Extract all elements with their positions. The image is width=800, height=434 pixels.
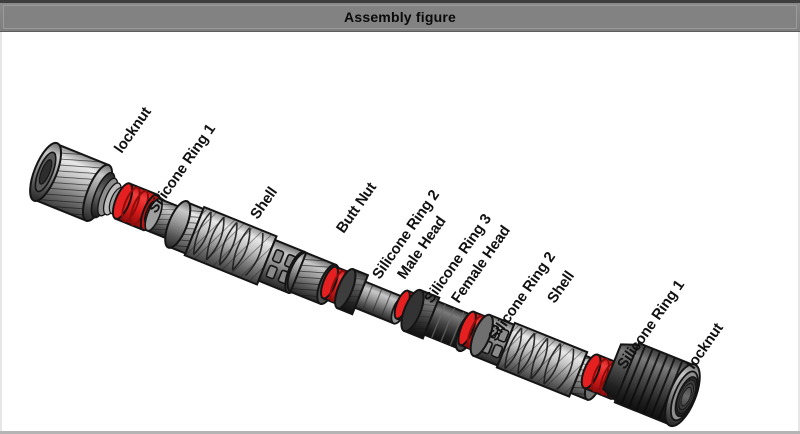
part-locknut-right — [601, 341, 701, 428]
frame-border-left — [0, 32, 2, 434]
connector-exploded-svg — [29, 141, 701, 428]
assembly-illustration: locknut Silicone Ring 1 Shell Butt Nut S… — [0, 32, 800, 432]
page-title: Assembly figure — [344, 9, 456, 25]
part-locknut-left — [29, 141, 126, 223]
frame-border-bottom — [0, 431, 800, 434]
figure-header-bar: Assembly figure — [0, 0, 800, 32]
frame-border-right — [798, 32, 800, 434]
part-shell-right — [469, 313, 606, 401]
figure-header-inner: Assembly figure — [3, 5, 797, 29]
